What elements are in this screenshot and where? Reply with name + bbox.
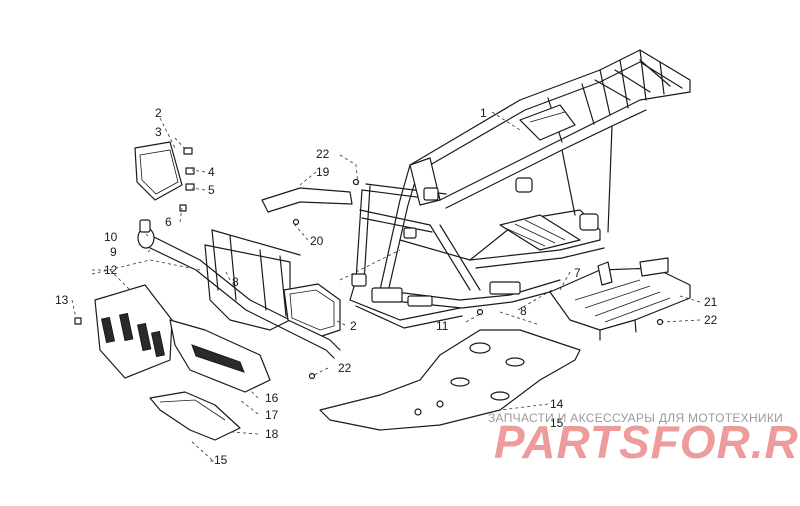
callout-7: 7 (574, 266, 581, 280)
watermark-tagline: ЗАПЧАСТИ И АКСЕССУАРЫ ДЛЯ МОТОТЕХНИКИ (488, 411, 783, 425)
callout-11: 11 (436, 319, 449, 333)
callout-9: 9 (110, 245, 117, 259)
watermark: ЗАПЧАСТИ И АКСЕССУАРЫ ДЛЯ МОТОТЕХНИКИ PA… (488, 411, 800, 468)
callout-14: 14 (550, 397, 564, 411)
bracket-18 (149, 391, 241, 441)
callout-6: 6 (165, 215, 172, 229)
callout-2-right-headlight: 2 (350, 319, 357, 333)
callout-4: 4 (208, 165, 215, 179)
front-bumper (137, 227, 341, 359)
bracket-19 (261, 187, 353, 213)
callout-1: 1 (480, 106, 487, 120)
callout-15-bracket: -15 (210, 453, 228, 467)
callout-19: 19 (316, 165, 330, 179)
callout-5: 5 (208, 183, 215, 197)
callouts: 1 2 3 4 5 6 7 8 8 9 10 11 12 13 14 15 -1… (55, 106, 718, 467)
callout-13: 13 (55, 293, 69, 307)
callout-20: 20 (310, 234, 324, 248)
callout-17: 17 (265, 408, 279, 422)
callout-22-bottom: 22 (338, 361, 352, 375)
hardware (74, 147, 664, 380)
main-frame (349, 49, 691, 329)
callout-8-bumper: 8 (232, 275, 239, 289)
headlight-right (283, 283, 341, 337)
callout-15-skid: 15 (550, 416, 564, 430)
callout-22-top: 22 (316, 147, 330, 161)
callout-8-frame: 8 (520, 304, 527, 318)
leader-lines (71, 111, 701, 461)
watermark-logo: PARTSFOR.RU (494, 416, 800, 468)
callout-10: 10 (104, 230, 118, 244)
callout-21: 21 (704, 295, 718, 309)
headlight-left (134, 141, 183, 201)
lower-guard (169, 319, 271, 393)
callout-16: 16 (265, 391, 279, 405)
front-grille (94, 284, 173, 379)
skid-plate (319, 329, 581, 431)
callout-2-headlight: 2 (155, 106, 162, 120)
callout-12: 12 (104, 263, 118, 277)
callout-22-right: 22 (704, 313, 718, 327)
callout-18: 18 (265, 427, 279, 441)
callout-3: 3 (155, 125, 162, 139)
right-footrest (549, 257, 691, 341)
